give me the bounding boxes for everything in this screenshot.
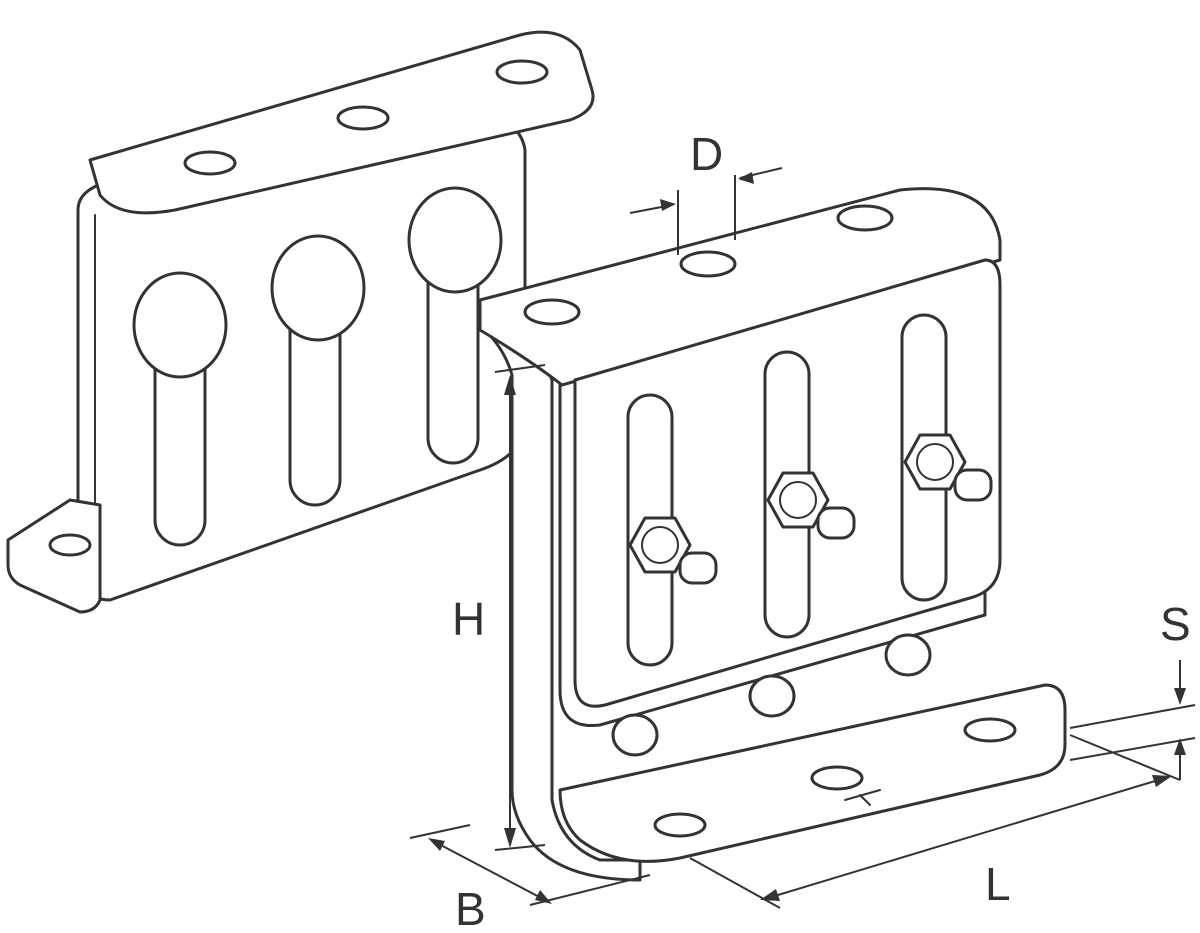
front-lower-slot-1 (611, 713, 659, 757)
s-arrowhead-upper (1174, 688, 1186, 705)
back-flange-hole-2 (336, 105, 390, 131)
s-extension-bottom (1069, 737, 1196, 761)
b-arrowhead-right (535, 890, 552, 904)
dimension-h: H (452, 364, 546, 851)
dimension-b: B (409, 824, 651, 933)
nut-washer-2 (779, 481, 817, 519)
dimension-label-h: H (452, 593, 485, 645)
l-extension-left (689, 857, 781, 909)
back-washer-3 (407, 186, 503, 294)
bolt-shank-1 (678, 551, 718, 585)
nut-3 (903, 433, 967, 491)
h-arrowhead-bottom (504, 828, 516, 848)
back-flange-hole-1 (183, 150, 237, 176)
front-bracket (478, 187, 1067, 882)
nut-washer-1 (641, 526, 679, 564)
front-bolt-1 (628, 516, 718, 585)
dimension-label-b: B (455, 883, 486, 933)
back-flange-hole-3 (495, 59, 549, 85)
front-bolt-3 (903, 433, 993, 502)
b-extension-right (529, 874, 651, 906)
dimension-label-d: D (690, 128, 723, 180)
b-extension-left (409, 824, 471, 839)
dimension-l: L (689, 734, 1181, 910)
back-bottom-hole (48, 533, 92, 557)
h-extension-bottom (494, 844, 546, 851)
dimension-label-l: L (985, 858, 1011, 910)
l-dimension-line (767, 777, 1166, 899)
dimension-label-s: S (1160, 598, 1191, 650)
l-arrowhead-left (760, 889, 780, 901)
b-dimension-line (434, 841, 546, 901)
d-arrowhead-right (738, 172, 754, 184)
l-extension-right (1069, 734, 1181, 781)
front-bracket-top-flange (478, 187, 1002, 387)
nut-1 (628, 516, 692, 574)
bolt-shank-3 (953, 468, 993, 502)
dimension-s: S (1069, 598, 1196, 780)
front-top-hole-3 (836, 204, 894, 232)
front-bolt-2 (766, 471, 856, 540)
front-bracket-left-leg (483, 328, 642, 882)
d-arrowhead-left (660, 199, 676, 211)
front-top-hole-1 (523, 298, 581, 326)
front-top-hole-2 (679, 250, 737, 278)
front-lower-slot-3 (884, 633, 932, 677)
back-bracket (6, 30, 595, 614)
front-bottom-hole-3 (963, 717, 1017, 743)
nut-washer-3 (916, 443, 954, 481)
front-bottom-hole-1 (653, 812, 707, 838)
s-extension-top (1069, 704, 1196, 729)
dimension-d: D (629, 128, 783, 255)
back-washer-2 (270, 234, 366, 342)
nut-2 (766, 471, 830, 529)
back-bracket-bottom-flange (6, 498, 102, 614)
back-washer-1 (132, 271, 228, 379)
h-extension-top (494, 364, 546, 373)
b-arrowhead-left (428, 838, 445, 851)
bolt-shank-2 (816, 506, 856, 540)
front-bottom-hole-2 (810, 765, 864, 791)
bottom-flange-mark (844, 789, 881, 806)
h-arrowhead-top (504, 375, 516, 395)
s-arrowhead-lower (1174, 738, 1186, 755)
front-lower-slot-2 (748, 674, 796, 718)
l-arrowhead-right (1152, 775, 1172, 787)
